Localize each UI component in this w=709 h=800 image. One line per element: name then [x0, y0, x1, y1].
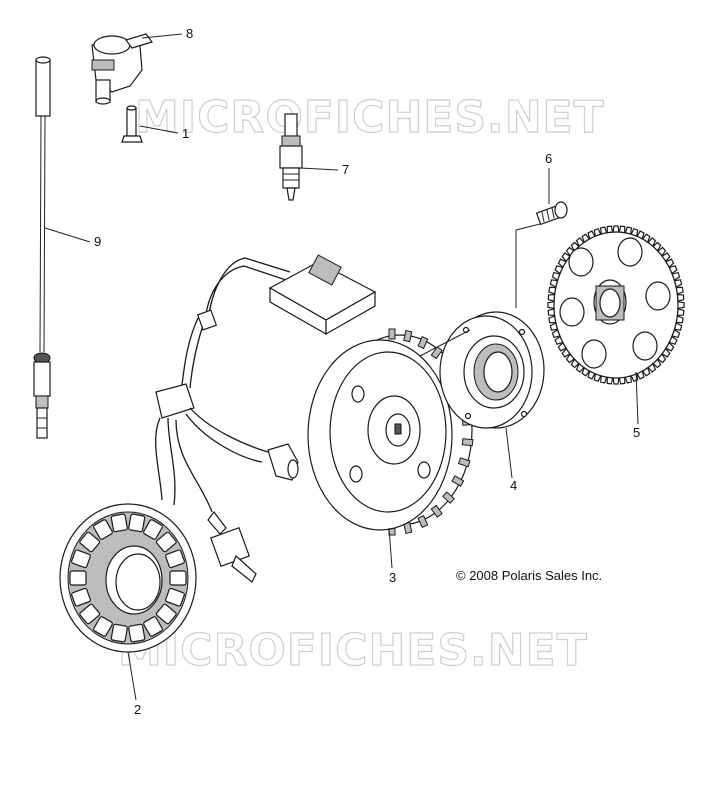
copyright-notice: © 2008 Polaris Sales Inc.: [456, 568, 602, 583]
flywheel-fin: [403, 329, 413, 343]
stator: [59, 503, 197, 653]
callout-7: 7: [342, 162, 349, 177]
flywheel-fin: [417, 515, 429, 528]
gear-tooth: [677, 301, 685, 309]
flywheel-fin: [430, 346, 443, 360]
starter-clutch: [439, 311, 545, 429]
flywheel-fin: [442, 491, 455, 504]
stator-winding: [79, 603, 101, 625]
flywheel-fin: [430, 504, 443, 518]
stator-winding: [110, 513, 128, 533]
wiring-harness: [154, 254, 377, 583]
stator-winding: [169, 570, 187, 586]
flywheel-fin: [461, 438, 474, 447]
gear-tooth: [547, 301, 555, 309]
bolt: [121, 105, 143, 143]
leader-lines: [44, 33, 639, 701]
stator-winding: [128, 623, 146, 643]
flywheel-fin: [388, 328, 396, 340]
stator-winding: [155, 603, 177, 625]
stator-winding: [69, 570, 87, 586]
stator-winding: [110, 623, 128, 643]
spark-plug: [279, 113, 303, 201]
stator-winding: [155, 531, 177, 553]
stator-winding: [93, 616, 113, 637]
callout-3: 3: [389, 570, 396, 585]
watermark-bottom: MICROFICHES.NET: [118, 625, 588, 676]
watermark-top: MICROFICHES.NET: [135, 92, 605, 143]
stator-winding: [71, 549, 91, 569]
callout-4: 4: [510, 478, 517, 493]
starter-gear: [547, 225, 685, 385]
stator-winding: [71, 587, 91, 607]
callout-9: 9: [94, 234, 101, 249]
flywheel-fin: [417, 336, 429, 349]
stator-winding: [143, 616, 163, 637]
screw: [535, 201, 568, 226]
callout-1: 1: [182, 126, 189, 141]
gear-tooth: [612, 225, 620, 233]
flywheel-fin: [451, 475, 465, 487]
stator-winding: [79, 531, 101, 553]
stator-winding: [128, 513, 146, 533]
stator-winding: [93, 519, 113, 540]
flywheel-fin: [457, 457, 471, 468]
stator-winding: [143, 519, 163, 540]
stator-winding: [165, 587, 185, 607]
callout-5: 5: [633, 425, 640, 440]
ignition-coil: [91, 33, 153, 105]
gear-tooth: [612, 377, 620, 385]
sensor: [33, 56, 51, 439]
callout-6: 6: [545, 151, 552, 166]
stator-winding: [165, 549, 185, 569]
callout-8: 8: [186, 26, 193, 41]
callout-2: 2: [134, 702, 141, 717]
